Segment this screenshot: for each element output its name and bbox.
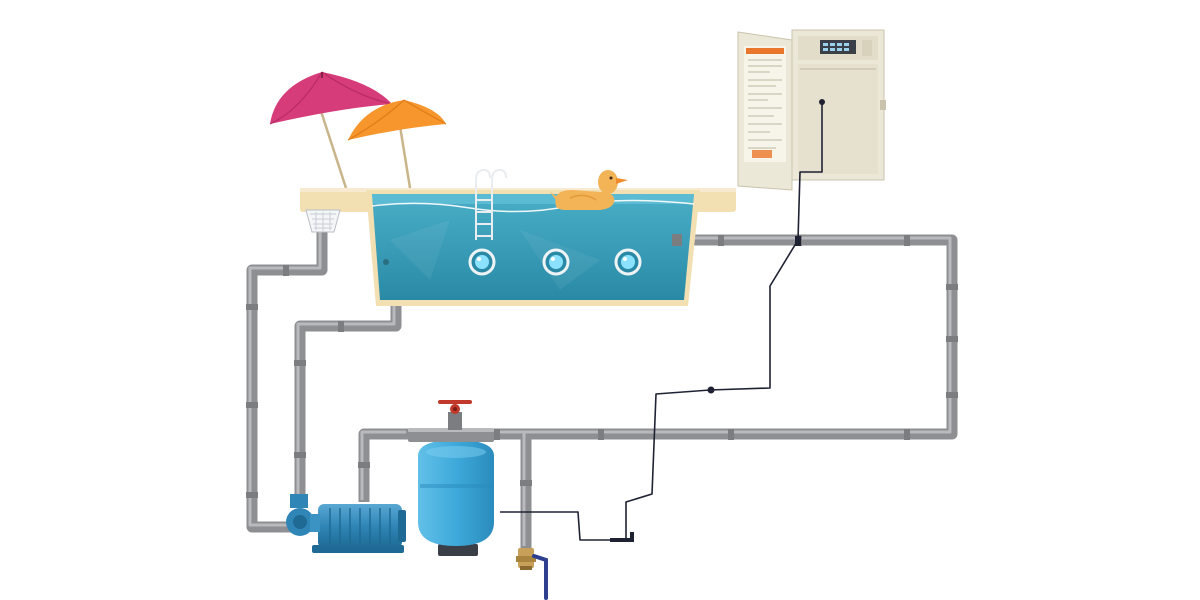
- control-panel-icon: [737, 29, 886, 191]
- skimmer-icon: [305, 209, 341, 233]
- pool-light-icon: [614, 248, 642, 276]
- orange-umbrella-icon: [347, 99, 447, 189]
- temperature-sensor-icon: [610, 532, 634, 542]
- skimmer-suction-pipe: [246, 232, 328, 533]
- return-jet-icon: [672, 234, 682, 246]
- pump-to-filter-pipe: [358, 428, 408, 502]
- control-wire: [500, 102, 823, 541]
- sand-filter-icon: [418, 440, 494, 556]
- rubber-duck-icon: [550, 170, 628, 210]
- swimming-pool: [300, 168, 736, 306]
- wire-junction-icon: [707, 386, 715, 394]
- drain-valve-icon: [516, 548, 548, 600]
- flow-sensor-icon: [795, 236, 801, 246]
- pool-light-icon: [468, 248, 496, 276]
- pool-ladder-icon: [475, 168, 507, 240]
- pink-umbrella-icon: [269, 71, 393, 189]
- pump-icon: [286, 494, 406, 553]
- pool-light-icon: [542, 248, 570, 276]
- multiport-valve-icon: [408, 400, 494, 442]
- pipe-network: [246, 230, 958, 548]
- wall-inlet-icon: [383, 259, 389, 265]
- main-drain-pipe: [294, 306, 402, 500]
- pool-water: [372, 194, 694, 300]
